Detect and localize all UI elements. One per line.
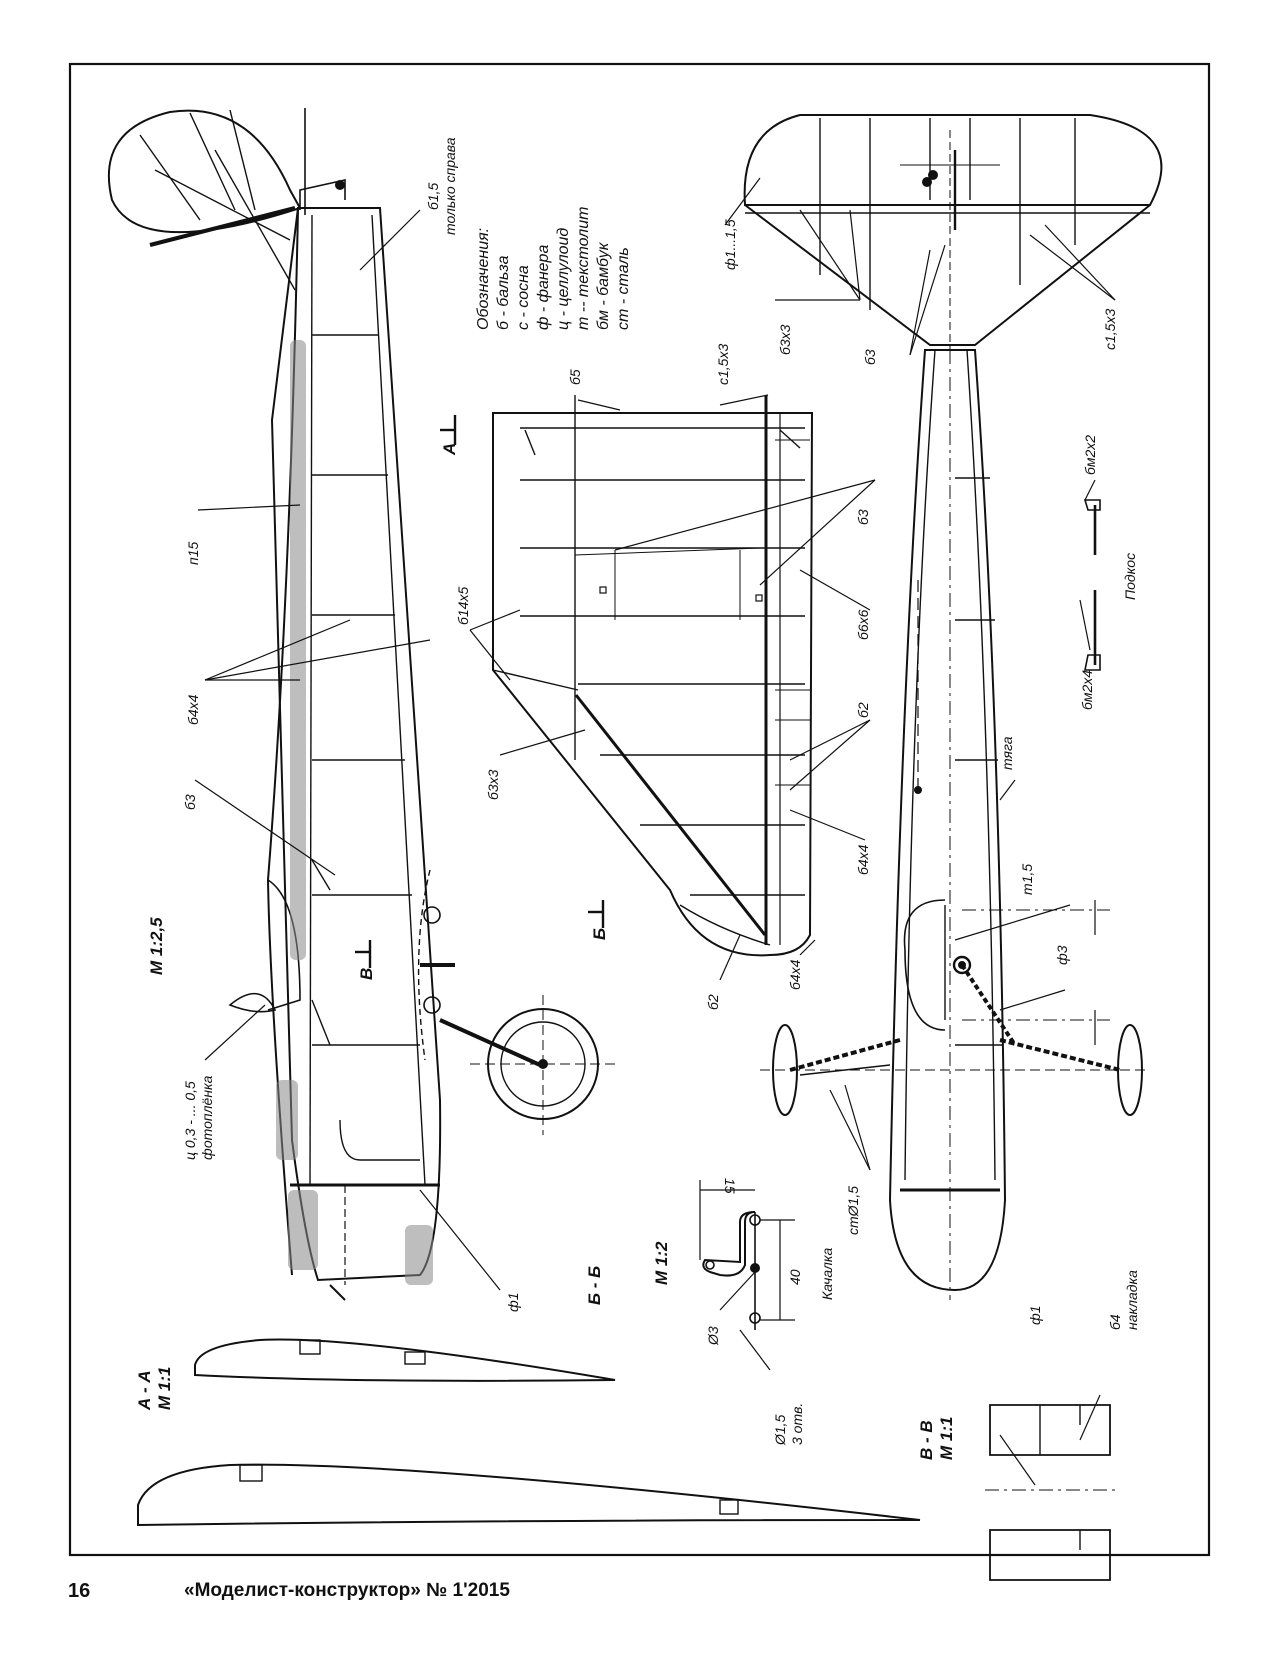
legend-item: ф - фанера — [535, 245, 552, 330]
section-bb-name: Б - Б — [585, 1266, 604, 1305]
label-b2: б2 — [855, 702, 871, 718]
cut-mark-a: А — [440, 443, 459, 456]
label-b3-wing: б3 — [855, 509, 871, 525]
legend-item: б - бальза — [495, 255, 512, 330]
cut-mark-v: В — [357, 968, 376, 980]
label-film: фотоплёнка — [199, 1075, 215, 1160]
rocker-hole-3: Ø3 — [705, 1326, 721, 1346]
side-view-vertical-tail — [107, 109, 302, 291]
top-view-fuselage — [760, 130, 1150, 1300]
strut-detail — [1083, 499, 1101, 671]
label-only-right: только справа — [442, 137, 458, 235]
label-b2-tip: б2 — [705, 994, 721, 1010]
section-aa-profile — [137, 1463, 921, 1527]
section-aa-name: А - А — [135, 1370, 154, 1411]
rocker-title: Качалка — [819, 1248, 835, 1300]
section-vv-name: В - В — [917, 1420, 936, 1460]
section-aa-scale: М 1:1 — [155, 1367, 174, 1410]
label-bm2x4: бм2х4 — [1079, 670, 1095, 710]
label-rod: тяга — [999, 736, 1015, 770]
label-b4x4-tip: б4х4 — [787, 959, 803, 990]
legend-item: т -- текстолит — [575, 207, 592, 330]
legend-item: ц - целлулоид — [555, 228, 572, 330]
label-t15: т1,5 — [1019, 864, 1035, 895]
page-number: 16 — [68, 1580, 91, 1602]
journal-title: «Моделист-конструктор» № 1'2015 — [184, 1580, 510, 1601]
label-c15x3-wing: с1,5х3 — [715, 344, 731, 385]
top-view-horizontal-tail — [743, 114, 1163, 346]
label-film-thickness: ц 0,3 - ... 0,5 — [182, 1081, 198, 1160]
label-f1-15: ф1...1,5 — [722, 219, 738, 270]
label-b3x3-tail: б3х3 — [777, 324, 793, 355]
section-vv-scale: М 1:1 — [937, 1417, 956, 1460]
legend-item: с - сосна — [515, 265, 532, 330]
label-b4x4-side: б4х4 — [185, 694, 201, 725]
rocker-detail — [699, 1180, 795, 1371]
label-st-wire: стØ1,5 — [845, 1186, 861, 1235]
side-view-wheel — [470, 995, 615, 1135]
label-b3-tail: б3 — [862, 349, 878, 365]
legend-item: ст - сталь — [615, 247, 632, 330]
label-f1-side: ф1 — [505, 1293, 521, 1312]
section-bb-profile — [194, 1338, 616, 1382]
label-b6x6: б6х6 — [855, 609, 871, 640]
legend: Обозначения: б - бальза с - сосна ф - фа… — [475, 207, 632, 330]
section-vv-detail — [985, 1404, 1115, 1581]
label-overlay: накладка — [1124, 1270, 1140, 1330]
label-b15: б1,5 — [425, 182, 441, 210]
side-view-fuselage — [228, 108, 541, 1301]
rocker-hole-15: Ø1,5 — [772, 1414, 788, 1446]
leader-lines — [194, 177, 1116, 1486]
rocker-dim-40: 40 — [787, 1269, 803, 1285]
cut-mark-b: Б — [590, 928, 609, 940]
legend-title: Обозначения: — [475, 228, 492, 330]
cut-arrows — [355, 415, 605, 968]
label-b4x4-wing: б4х4 — [855, 844, 871, 875]
label-p15: п15 — [185, 542, 201, 565]
rocker-holes-count: 3 отв. — [789, 1403, 805, 1445]
label-b3x3-wing: б3х3 — [485, 769, 501, 800]
drawing-frame — [68, 62, 1211, 1557]
label-bm2x2: бм2х2 — [1082, 435, 1098, 475]
label-c15x3-tail: с1,5х3 — [1102, 309, 1118, 350]
legend-item: бм - бамбук — [595, 241, 612, 330]
strut-title: Подкос — [1122, 553, 1138, 600]
label-f1-vv: ф1 — [1027, 1306, 1043, 1325]
label-b3-side: б3 — [182, 794, 198, 810]
rocker-scale-label: М 1:2 — [652, 1241, 671, 1285]
label-b14x5: б14х5 — [455, 587, 471, 625]
main-scale-label: М 1:2,5 — [147, 917, 166, 975]
rocker-dim-15: 15 — [722, 1178, 738, 1194]
wing-panel — [492, 395, 814, 957]
label-b5: б5 — [567, 369, 583, 385]
label-f3: ф3 — [1054, 945, 1070, 965]
label-b4: б4 — [1107, 1314, 1123, 1330]
